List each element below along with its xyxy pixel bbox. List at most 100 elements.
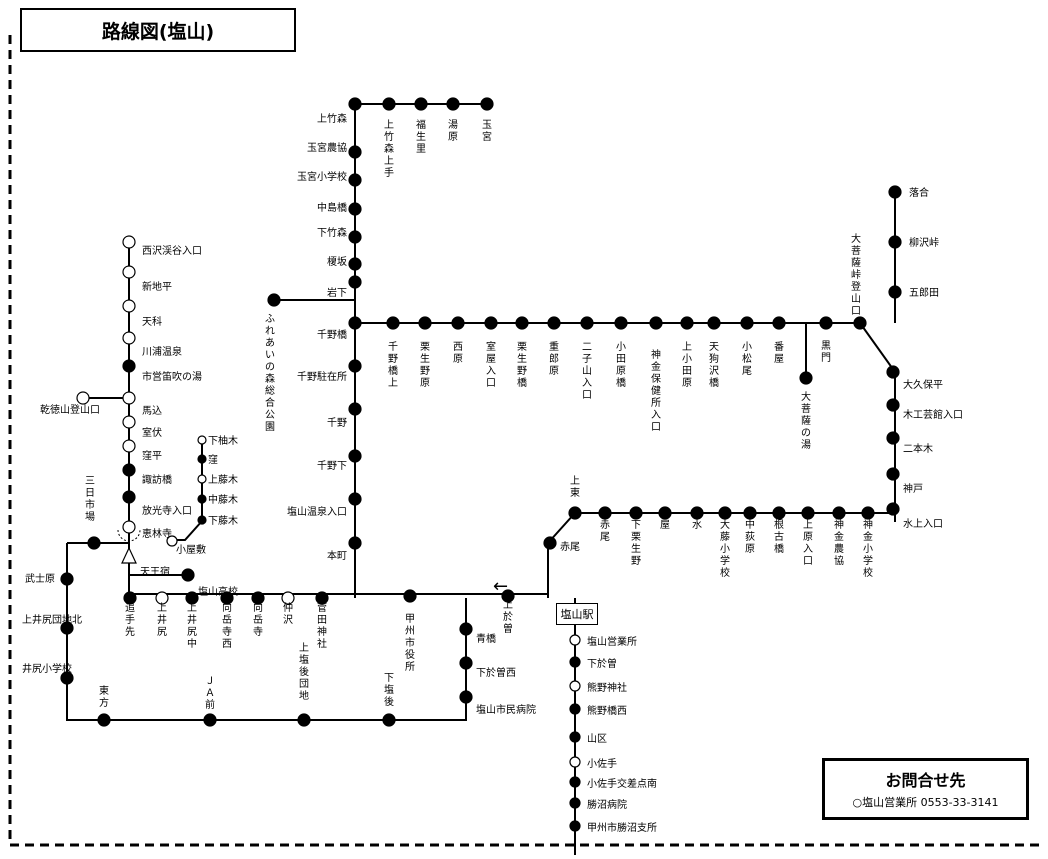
stop-marker-sugeta: [315, 591, 329, 605]
stop-labels: 上竹森上竹森上手福生里湯原玉宮玉宮農協玉宮小学校中島橋下竹森榎坂岩下ふれあいの森…: [22, 112, 963, 834]
stop-label-kamienzan_danchi: 上塩後団地: [299, 642, 309, 702]
stop-marker-hokoji: [122, 490, 136, 504]
stop-marker-honmachi: [348, 536, 362, 550]
stop-marker-shimoenzan: [382, 713, 396, 727]
route-lines: [66, 103, 896, 855]
stop-marker-kumano: [569, 680, 581, 692]
stop-marker-banya: [772, 316, 786, 330]
stop-marker-enzan_byoin: [459, 690, 473, 704]
stop-label-fureai: ふれあいの森総合公園: [265, 313, 275, 433]
stop-label-koshu_yakusho: 甲州市役所: [405, 614, 415, 673]
stop-marker-suwabashi: [122, 463, 136, 477]
stop-marker-shimofujiki: [197, 515, 207, 525]
stop-label-kanekane_nokyo: 神金農協: [834, 518, 844, 567]
stop-marker-daibosatsu_tozan: [853, 316, 867, 330]
stop-label-kosade_kosaten: 小佐手交差点南: [587, 777, 657, 790]
stop-label-mikkaichiba: 三日市場: [85, 476, 95, 523]
stop-marker-gorota: [888, 285, 902, 299]
stop-marker-daibosatsu_yu: [799, 371, 813, 385]
stop-label-banya: 番屋: [774, 341, 784, 365]
stop-label-kamifujiki: 上藤木: [208, 474, 238, 486]
stop-label-mukodake_nishi: 向岳寺西: [222, 601, 232, 650]
stop-marker-nihongi: [886, 431, 900, 445]
stop-marker-tenno: [181, 568, 195, 582]
stop-label-yamaku: 山区: [587, 733, 607, 745]
stop-label-kamitakemori_kami: 上竹森上手: [384, 119, 394, 179]
stop-label-shimooso_nishi: 下於曽西: [476, 666, 516, 679]
stop-marker-iwashita: [348, 275, 362, 289]
stop-label-chinoshita: 千野下: [317, 460, 347, 472]
stop-label-enzan_onsen: 塩山温泉入口: [287, 505, 347, 518]
stop-marker-kamiijiri_naka: [185, 591, 199, 605]
stop-marker-magome: [122, 391, 136, 405]
stop-label-ijiri_sho: 井尻小学校: [22, 662, 72, 675]
stop-label-daibosatsu_tozan: 大菩薩峠登山口: [851, 232, 861, 317]
stop-marker-yubara: [446, 97, 460, 111]
stop-label-shinchidaira: 新地平: [142, 280, 172, 293]
stop-marker-koshu_katsunuma: [569, 820, 581, 832]
stop-label-mukodake: 向岳寺: [253, 601, 263, 638]
stop-label-shimooso: 下於曽: [587, 657, 617, 670]
stop-label-katsunuma: 勝沼病院: [587, 798, 627, 811]
stop-label-chinobashi_kami: 千野橋上: [388, 341, 398, 389]
stop-marker-tamamiya: [480, 97, 494, 111]
stop-label-kanekane_sho: 神金小学校: [863, 518, 873, 579]
stop-marker-ijiri_sho: [60, 671, 74, 685]
stop-label-magome: 馬込: [142, 405, 162, 417]
stop-label-shiei_fuefuki: 市営笛吹の湯: [142, 370, 202, 383]
stop-marker-shimooso_nishi: [459, 656, 473, 670]
stop-marker-shimooso: [569, 656, 581, 668]
stop-label-nakajimabashi: 中島橋: [317, 201, 347, 214]
stop-marker-enokisaka: [348, 257, 362, 271]
stop-label-odawarabashi: 小田原橋: [616, 341, 626, 389]
stop-label-kumano_nishi: 熊野橋西: [587, 704, 627, 717]
stop-marker-nakazawa: [281, 591, 295, 605]
stop-marker-kumano_nishi: [569, 703, 581, 715]
stop-label-enokisaka: 榎坂: [327, 255, 347, 268]
stop-label-chino: 千野: [327, 417, 347, 429]
contact-detail: ○塩山営業所 0553-33-3141: [852, 796, 999, 809]
map-border: [8, 35, 1040, 847]
stop-marker-murobuse: [122, 415, 136, 429]
stop-marker-kamiijiri_danchi: [60, 621, 74, 635]
stop-marker-higashikata: [97, 713, 111, 727]
stop-marker-yamaku: [569, 731, 581, 743]
stop-label-ya: 屋: [660, 519, 670, 531]
stop-label-enzan_byoin: 塩山市民病院: [476, 703, 536, 716]
stop-label-kosade: 小佐手: [587, 757, 617, 770]
stop-marker-erinji: [122, 520, 136, 534]
contact-title: お問合せ先: [885, 771, 966, 790]
stop-label-godo: 神戸: [903, 482, 923, 495]
stop-label-nakafujiki: 中藤木: [208, 493, 238, 506]
stop-marker-komatsuo: [740, 316, 754, 330]
stop-label-shimokuriu: 下栗生野: [631, 520, 641, 567]
stop-marker-tenka: [122, 299, 136, 313]
stop-marker-bushihara: [60, 572, 74, 586]
stop-label-sugeta: 菅田神社: [317, 602, 327, 650]
stop-marker-akao_a: [598, 506, 612, 520]
stop-label-kamiijiri_naka: 上井尻中: [187, 602, 197, 650]
stop-label-oitesaki: 追手先: [125, 601, 135, 638]
stop-marker-futagoyama: [580, 316, 594, 330]
stop-marker-yanagisawa: [888, 235, 902, 249]
stop-marker-enzan_eigyosho: [569, 634, 581, 646]
stop-marker-okubodaira: [886, 365, 900, 379]
stop-marker-kanekane_sho: [861, 506, 875, 520]
stop-label-kumano: 熊野神社: [587, 681, 627, 694]
stop-marker-shinchidaira: [122, 265, 136, 279]
stop-marker-godo: [886, 467, 900, 481]
page-title: 路線図(塩山): [20, 8, 296, 52]
stop-label-fukuseiri: 福生里: [416, 118, 426, 155]
stop-marker-nishizawa: [122, 235, 136, 249]
stop-marker-nakaogihara: [743, 506, 757, 520]
stop-marker-chinobashi: [348, 316, 362, 330]
stop-label-tenno: 天王宿: [140, 565, 170, 578]
stop-marker-chino_chuzaisho: [348, 359, 362, 373]
stop-label-kubo: 窪: [208, 453, 218, 466]
stop-marker-aohashi: [459, 622, 473, 636]
stop-markers: [60, 97, 902, 832]
stop-marker-shimotakemori: [348, 230, 362, 244]
stop-marker-shimokuriu: [629, 506, 643, 520]
